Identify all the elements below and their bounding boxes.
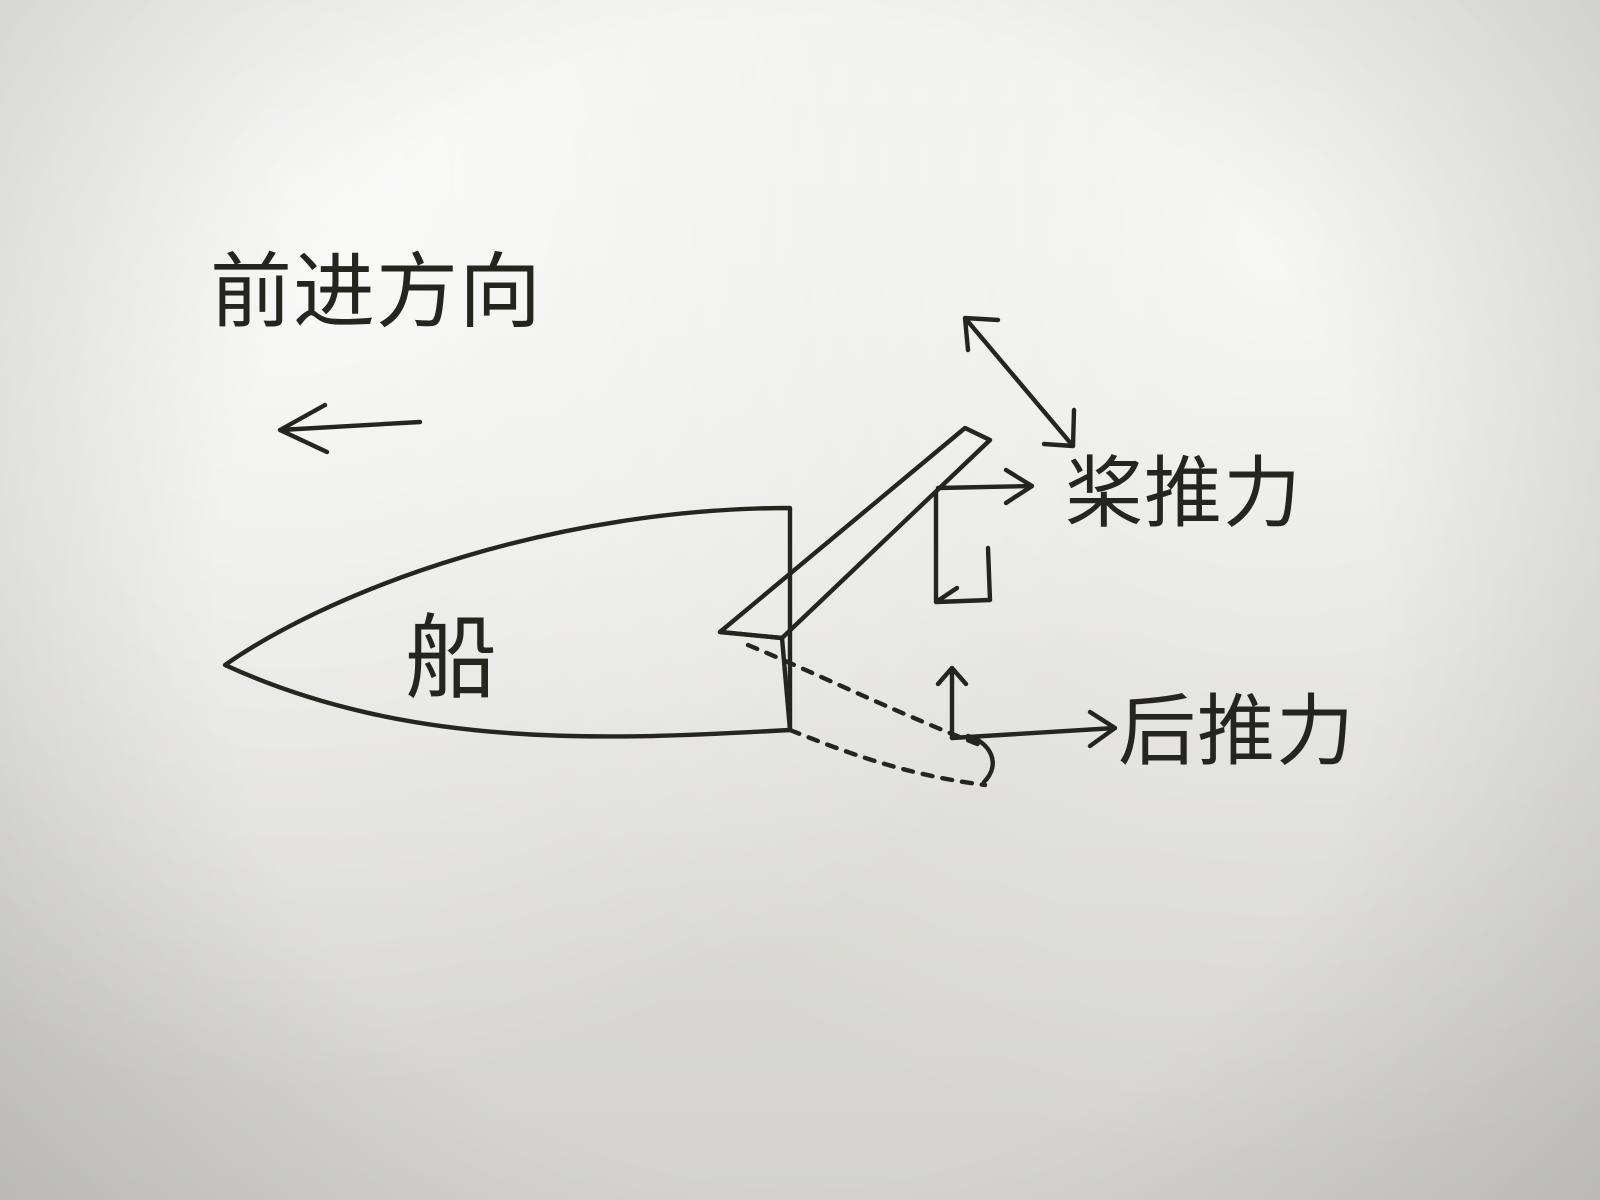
paddle-wake-upper [745, 642, 983, 748]
paddle-shaft [717, 425, 993, 641]
lower-force-arrow-icon [949, 709, 1118, 749]
left-arrow-icon [277, 402, 423, 455]
upper-force-label: 桨推力 [1065, 449, 1302, 539]
boat-outline [222, 505, 793, 739]
stern-joint [717, 629, 793, 733]
lower-force-label: 后推力 [1118, 687, 1355, 777]
double-headed-arrow-icon [962, 315, 1077, 449]
boat-label: 船 [405, 605, 498, 712]
upper-force-bracket [933, 489, 993, 605]
upper-force-arrow-icon [935, 467, 1035, 506]
paddle-wake-lower [787, 727, 988, 788]
lower-vertical-arrow-icon [935, 665, 969, 741]
direction-label: 前进方向 [210, 245, 542, 340]
